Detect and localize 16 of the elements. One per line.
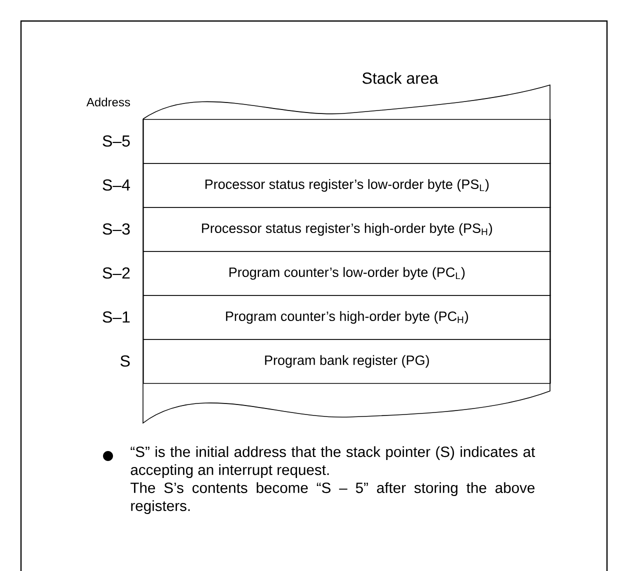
note-text: The S’s contents become “S – 5” after storing the above registers. bbox=[130, 482, 534, 514]
address-label: S–2 bbox=[102, 267, 130, 279]
address-label: S bbox=[120, 355, 130, 367]
address-header: Address bbox=[86, 98, 130, 106]
address-label: S–1 bbox=[102, 311, 130, 323]
stack-cell: Program counter’s high-order byte (PC$_{H}$) bbox=[143, 295, 551, 340]
note-text: “S” is the initial address that the stack pointer (S) indicates at accepting an interrupt request. bbox=[130, 446, 536, 478]
stack-cell: Program bank register (PG) bbox=[143, 339, 551, 384]
stack-cell: Processor status register’s low-order byte (PS$_{L}$) bbox=[143, 163, 551, 208]
address-label: S–5 bbox=[102, 135, 130, 147]
stack-title: Stack area bbox=[362, 72, 438, 84]
stack-cell: Program counter’s low-order byte (PC$_{L}$) bbox=[143, 251, 551, 296]
address-label: S–4 bbox=[102, 179, 130, 191]
stack-cell: Processor status register’s high-order byte (PS$_{H}$) bbox=[143, 207, 551, 252]
empty-stack-cell bbox=[143, 119, 551, 164]
address-label: S–3 bbox=[102, 223, 130, 235]
